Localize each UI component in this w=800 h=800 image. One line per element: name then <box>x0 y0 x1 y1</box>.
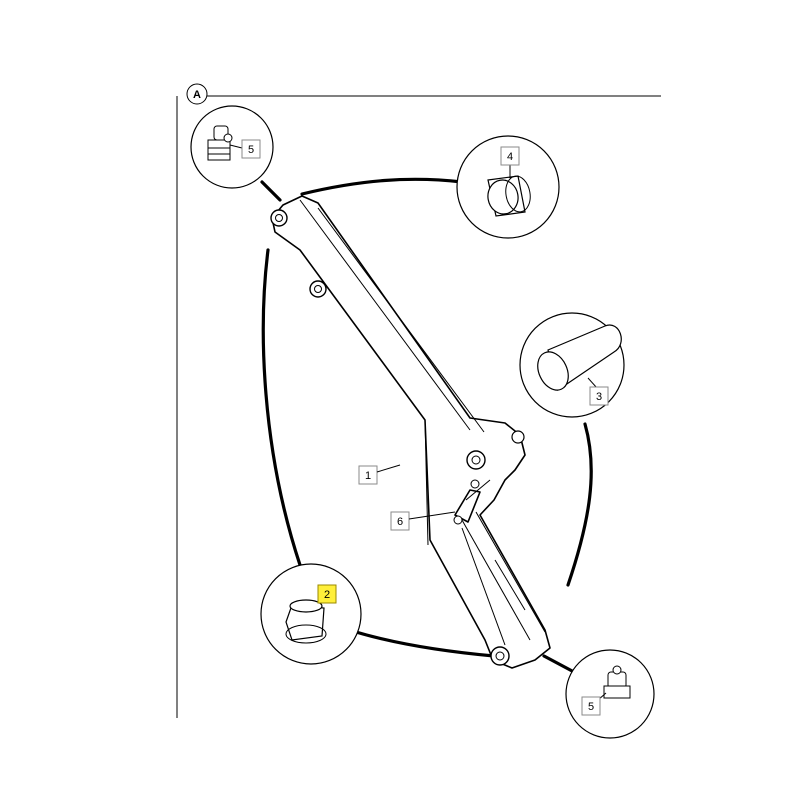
elbow-pivot-hole <box>471 455 481 465</box>
callout-label-1[interactable]: 1 <box>358 464 401 485</box>
callout-text-2: 2 <box>324 589 330 601</box>
detail-pin[interactable] <box>519 312 625 418</box>
angled-fitting-icon <box>207 125 233 161</box>
callout-label-6[interactable]: 6 <box>390 511 456 531</box>
bushing-upper-icon <box>487 175 531 217</box>
callout-label-3[interactable]: 3 <box>589 386 609 406</box>
valve-linkage-part <box>453 479 491 525</box>
callout-label-5-top[interactable]: 5 <box>241 139 261 159</box>
callout-label-2[interactable]: 2 <box>317 584 337 604</box>
callout-text-3: 3 <box>596 391 602 403</box>
view-label-circle <box>186 83 208 105</box>
detail-grease-fitting-straight[interactable] <box>565 649 655 739</box>
callout-text-4: 4 <box>507 151 513 163</box>
top-pivot-hole <box>275 214 283 222</box>
view-label: A <box>193 89 201 101</box>
detail-bushing-upper[interactable] <box>456 135 560 239</box>
detail-grease-fitting-angled[interactable] <box>190 105 274 189</box>
callout-text-5-bottom: 5 <box>588 701 594 713</box>
callout-text-5-top: 5 <box>248 144 254 156</box>
callout-text-6: 6 <box>397 516 403 528</box>
connector-arcs <box>260 177 593 674</box>
callout-label-5-bottom[interactable]: 5 <box>581 696 601 716</box>
straight-fitting-icon <box>603 665 631 699</box>
bottom-pivot-hole <box>495 651 505 661</box>
pin-icon <box>537 324 622 391</box>
lift-arm <box>270 195 551 669</box>
bushing-lower-icon <box>285 599 327 644</box>
callout-label-4[interactable]: 4 <box>500 146 520 166</box>
callout-text-1: 1 <box>365 470 371 482</box>
elbow-pin-head <box>511 430 525 444</box>
mid-boss-hole <box>314 285 322 293</box>
diagram-frame: A <box>176 83 661 718</box>
detail-bushing-lower[interactable] <box>260 563 362 665</box>
